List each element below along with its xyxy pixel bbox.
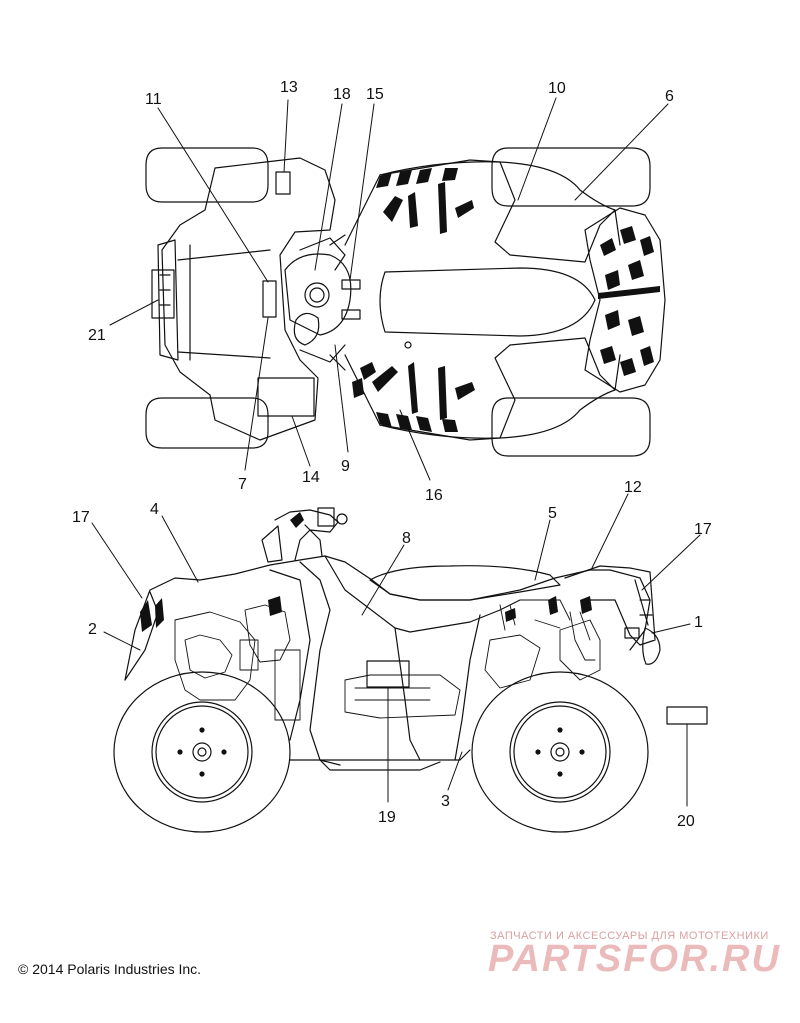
top-leader-lines bbox=[109, 97, 669, 481]
callout-12: 12 bbox=[624, 479, 642, 496]
decal-13 bbox=[275, 171, 291, 195]
front-fender bbox=[344, 159, 621, 441]
callout-18: 18 bbox=[333, 86, 351, 103]
callout-15: 15 bbox=[366, 86, 384, 103]
wheel-rear-tire bbox=[113, 671, 291, 833]
seat-top bbox=[379, 267, 596, 337]
callout-11: 11 bbox=[145, 91, 162, 108]
wheel-front-tire bbox=[471, 671, 649, 833]
watermark-tagline: ЗАПЧАСТИ И АКСЕССУАРЫ ДЛЯ МОТОТЕХНИКИ bbox=[490, 930, 769, 942]
rear-rack bbox=[157, 239, 179, 361]
rear-light bbox=[151, 269, 175, 319]
seat-side bbox=[369, 565, 561, 601]
side-leader-lines bbox=[91, 493, 701, 807]
callout-19: 19 bbox=[378, 809, 396, 826]
decal-16-graphics-bottom bbox=[352, 362, 475, 432]
callout-13: 13 bbox=[280, 79, 298, 96]
callout-20: 20 bbox=[677, 813, 695, 830]
callout-9: 9 bbox=[341, 458, 350, 475]
decal-11 bbox=[262, 280, 277, 318]
tire-rear-right bbox=[145, 397, 269, 449]
callout-1: 1 bbox=[694, 614, 703, 631]
engine-details bbox=[174, 599, 601, 721]
callout-21: 21 bbox=[88, 327, 106, 344]
callout-labels: 11 13 18 15 10 6 21 7 14 9 16 17 4 2 8 5… bbox=[72, 79, 712, 830]
front-rack-side bbox=[564, 565, 656, 646]
callout-10: 10 bbox=[548, 80, 566, 97]
tire-front-right bbox=[491, 397, 651, 457]
front-rack bbox=[584, 207, 666, 393]
callout-7: 7 bbox=[238, 476, 247, 493]
fuel-tank-area bbox=[284, 253, 352, 336]
tire-front-left bbox=[491, 147, 651, 207]
decal-14 bbox=[257, 377, 315, 417]
callout-8: 8 bbox=[402, 530, 411, 547]
tire-rear-left bbox=[145, 147, 269, 203]
callout-5: 5 bbox=[548, 505, 557, 522]
atv-side-view bbox=[113, 507, 708, 833]
decal-20 bbox=[666, 706, 708, 725]
callout-17-front: 17 bbox=[694, 521, 712, 538]
callout-16: 16 bbox=[425, 487, 443, 504]
callout-14: 14 bbox=[302, 469, 320, 486]
callout-4: 4 bbox=[150, 501, 159, 518]
decal-16-graphics-top bbox=[376, 168, 474, 234]
callout-2: 2 bbox=[88, 621, 97, 638]
fuel-cap bbox=[304, 282, 330, 308]
handlebar bbox=[274, 509, 339, 561]
decal-15a bbox=[341, 279, 361, 290]
callout-3: 3 bbox=[441, 793, 450, 810]
watermark-brand-logo: PARTSFOR.RU bbox=[488, 938, 781, 980]
front-bumper bbox=[642, 627, 661, 665]
callout-17-rear: 17 bbox=[72, 509, 90, 526]
atv-top-view bbox=[145, 147, 666, 457]
rear-fender bbox=[161, 157, 336, 441]
copyright-text: © 2014 Polaris Industries Inc. bbox=[18, 961, 202, 977]
decal-15b bbox=[341, 309, 361, 320]
callout-6: 6 bbox=[665, 88, 674, 105]
